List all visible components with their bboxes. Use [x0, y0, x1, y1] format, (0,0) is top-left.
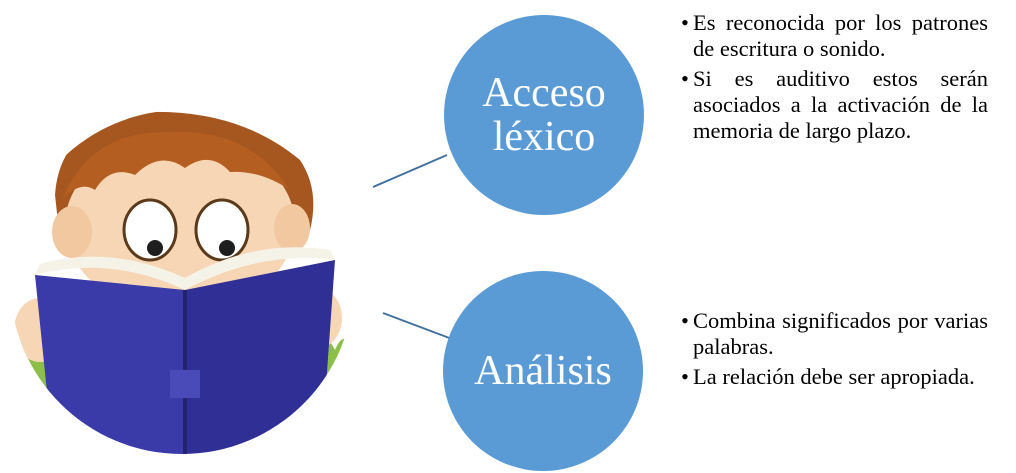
bullets-analisis: • Combina significados por varias palabr…: [681, 308, 988, 390]
node-label-line1: Acceso: [482, 69, 606, 116]
book-left-page: [35, 275, 185, 454]
list-item: • La relación debe ser apropiada.: [681, 364, 988, 390]
bullet-icon: •: [681, 364, 689, 389]
eye-right: [194, 198, 250, 262]
node-acceso-lexico: Acceso léxico: [444, 15, 644, 215]
node-label: Acceso léxico: [469, 71, 619, 159]
list-item: • Si es auditivo estos serán asociados a…: [681, 66, 988, 144]
list-item: • Es reconocida por los patrones de escr…: [681, 10, 988, 62]
bullet-text: La relación debe ser apropiada.: [693, 364, 975, 389]
node-analisis: Análisis: [443, 271, 643, 471]
book-pages-top: [35, 247, 335, 290]
node-label: Análisis: [474, 347, 612, 394]
child-reading-illustration: [10, 110, 354, 454]
bullets-acceso-lexico: • Es reconocida por los patrones de escr…: [681, 10, 988, 144]
bullet-text: Combina significados por varias palabras…: [693, 308, 988, 359]
bullet-icon: •: [681, 308, 689, 333]
bullet-icon: •: [681, 66, 689, 91]
hair-front: [62, 131, 290, 200]
list-item: • Combina significados por varias palabr…: [681, 308, 988, 360]
book-right-page: [185, 260, 335, 454]
bullet-text: Es reconocida por los patrones de escrit…: [693, 10, 988, 61]
eye-left: [122, 198, 178, 262]
bullet-icon: •: [681, 10, 689, 35]
node-label-line2: léxico: [492, 114, 596, 160]
ear-right: [274, 204, 310, 252]
ear-left: [52, 206, 92, 258]
bullet-text: Si es auditivo estos serán asociados a l…: [693, 66, 988, 143]
